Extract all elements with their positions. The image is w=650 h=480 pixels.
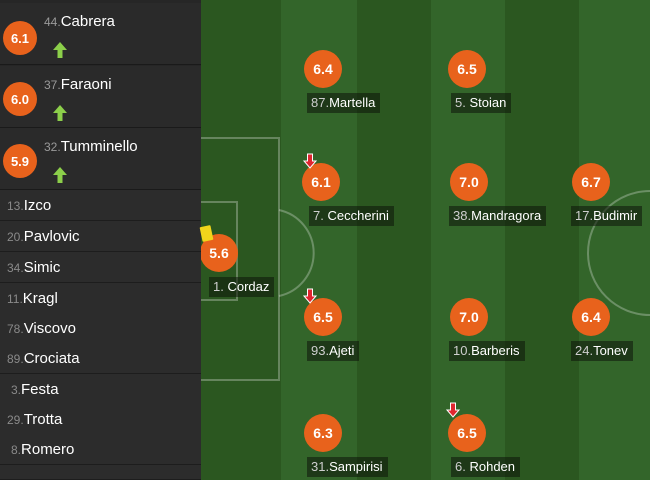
bench-player-row[interactable]: 13.Izco <box>0 190 201 221</box>
player-name: 32.Tumminello <box>44 138 138 155</box>
player-rating-badge[interactable]: 6.5 <box>304 298 342 336</box>
substitutes-panel: 6.1 44.Cabrera 6.0 37.Faraoni 5.9 32.Tum… <box>0 0 201 480</box>
player-rating-badge[interactable]: 7.0 <box>450 163 488 201</box>
player-name-label[interactable]: 10.Barberis <box>449 341 525 361</box>
bench-player-row[interactable]: 20.Pavlovic <box>0 221 201 252</box>
player-name-label[interactable]: 31.Sampirisi <box>307 457 388 477</box>
substitute-row[interactable]: 6.0 37.Faraoni <box>0 66 201 128</box>
bench-player-row[interactable]: 34.Simic <box>0 252 201 283</box>
player-name-label[interactable]: 93.Ajeti <box>307 341 360 361</box>
substitute-row[interactable]: 6.1 44.Cabrera <box>0 3 201 65</box>
sub-in-arrow-icon <box>53 167 67 183</box>
player-rating-badge[interactable]: 6.7 <box>572 163 610 201</box>
player-name-label[interactable]: 87.Martella <box>307 93 381 113</box>
bench-player-row[interactable]: 8.Romero <box>0 434 201 465</box>
sub-in-arrow-icon <box>53 42 67 58</box>
bench-player-row <box>0 465 201 480</box>
player-name-label[interactable]: 38.Mandragora <box>449 206 547 226</box>
player-name-label[interactable]: 7. Ceccherini <box>309 206 394 226</box>
player-rating-badge: 5.9 <box>3 144 37 178</box>
bench-player-row[interactable]: 11.Kragl <box>0 283 201 314</box>
player-rating-badge: 6.1 <box>3 21 37 55</box>
bench-player-row[interactable]: 29.Trotta <box>0 404 201 435</box>
player-rating-badge[interactable]: 6.3 <box>304 414 342 452</box>
player-name: 37.Faraoni <box>44 76 112 93</box>
player-rating-badge: 6.0 <box>3 82 37 116</box>
player-name: 44.Cabrera <box>44 13 115 30</box>
pitch: 5.6 1. Cordaz 6.4 87.Martella 6.1 7. Cec… <box>201 0 650 480</box>
player-rating-badge[interactable]: 6.4 <box>572 298 610 336</box>
player-rating-badge[interactable]: 7.0 <box>450 298 488 336</box>
sub-in-arrow-icon <box>53 105 67 121</box>
sub-out-arrow-icon <box>303 288 317 304</box>
player-rating-badge[interactable]: 6.4 <box>304 50 342 88</box>
player-name-label[interactable]: 1. Cordaz <box>209 277 275 297</box>
player-name-label[interactable]: 24.Tonev <box>571 341 633 361</box>
substitute-row[interactable]: 5.9 32.Tumminello <box>0 128 201 190</box>
bench-player-row[interactable]: 3.Festa <box>0 374 201 405</box>
player-rating-badge[interactable]: 6.5 <box>448 50 486 88</box>
sub-out-arrow-icon <box>303 153 317 169</box>
bench-player-row[interactable]: 89.Crociata <box>0 343 201 374</box>
player-name-label[interactable]: 6. Rohden <box>451 457 521 477</box>
player-name-label[interactable]: 5. Stoian <box>451 93 512 113</box>
sub-out-arrow-icon <box>446 402 460 418</box>
bench-player-row[interactable]: 78.Viscovo <box>0 313 201 344</box>
player-name-label[interactable]: 17.Budimir <box>571 206 643 226</box>
player-rating-badge[interactable]: 6.1 <box>302 163 340 201</box>
player-rating-badge[interactable]: 6.5 <box>448 414 486 452</box>
pitch-markings <box>201 137 650 381</box>
